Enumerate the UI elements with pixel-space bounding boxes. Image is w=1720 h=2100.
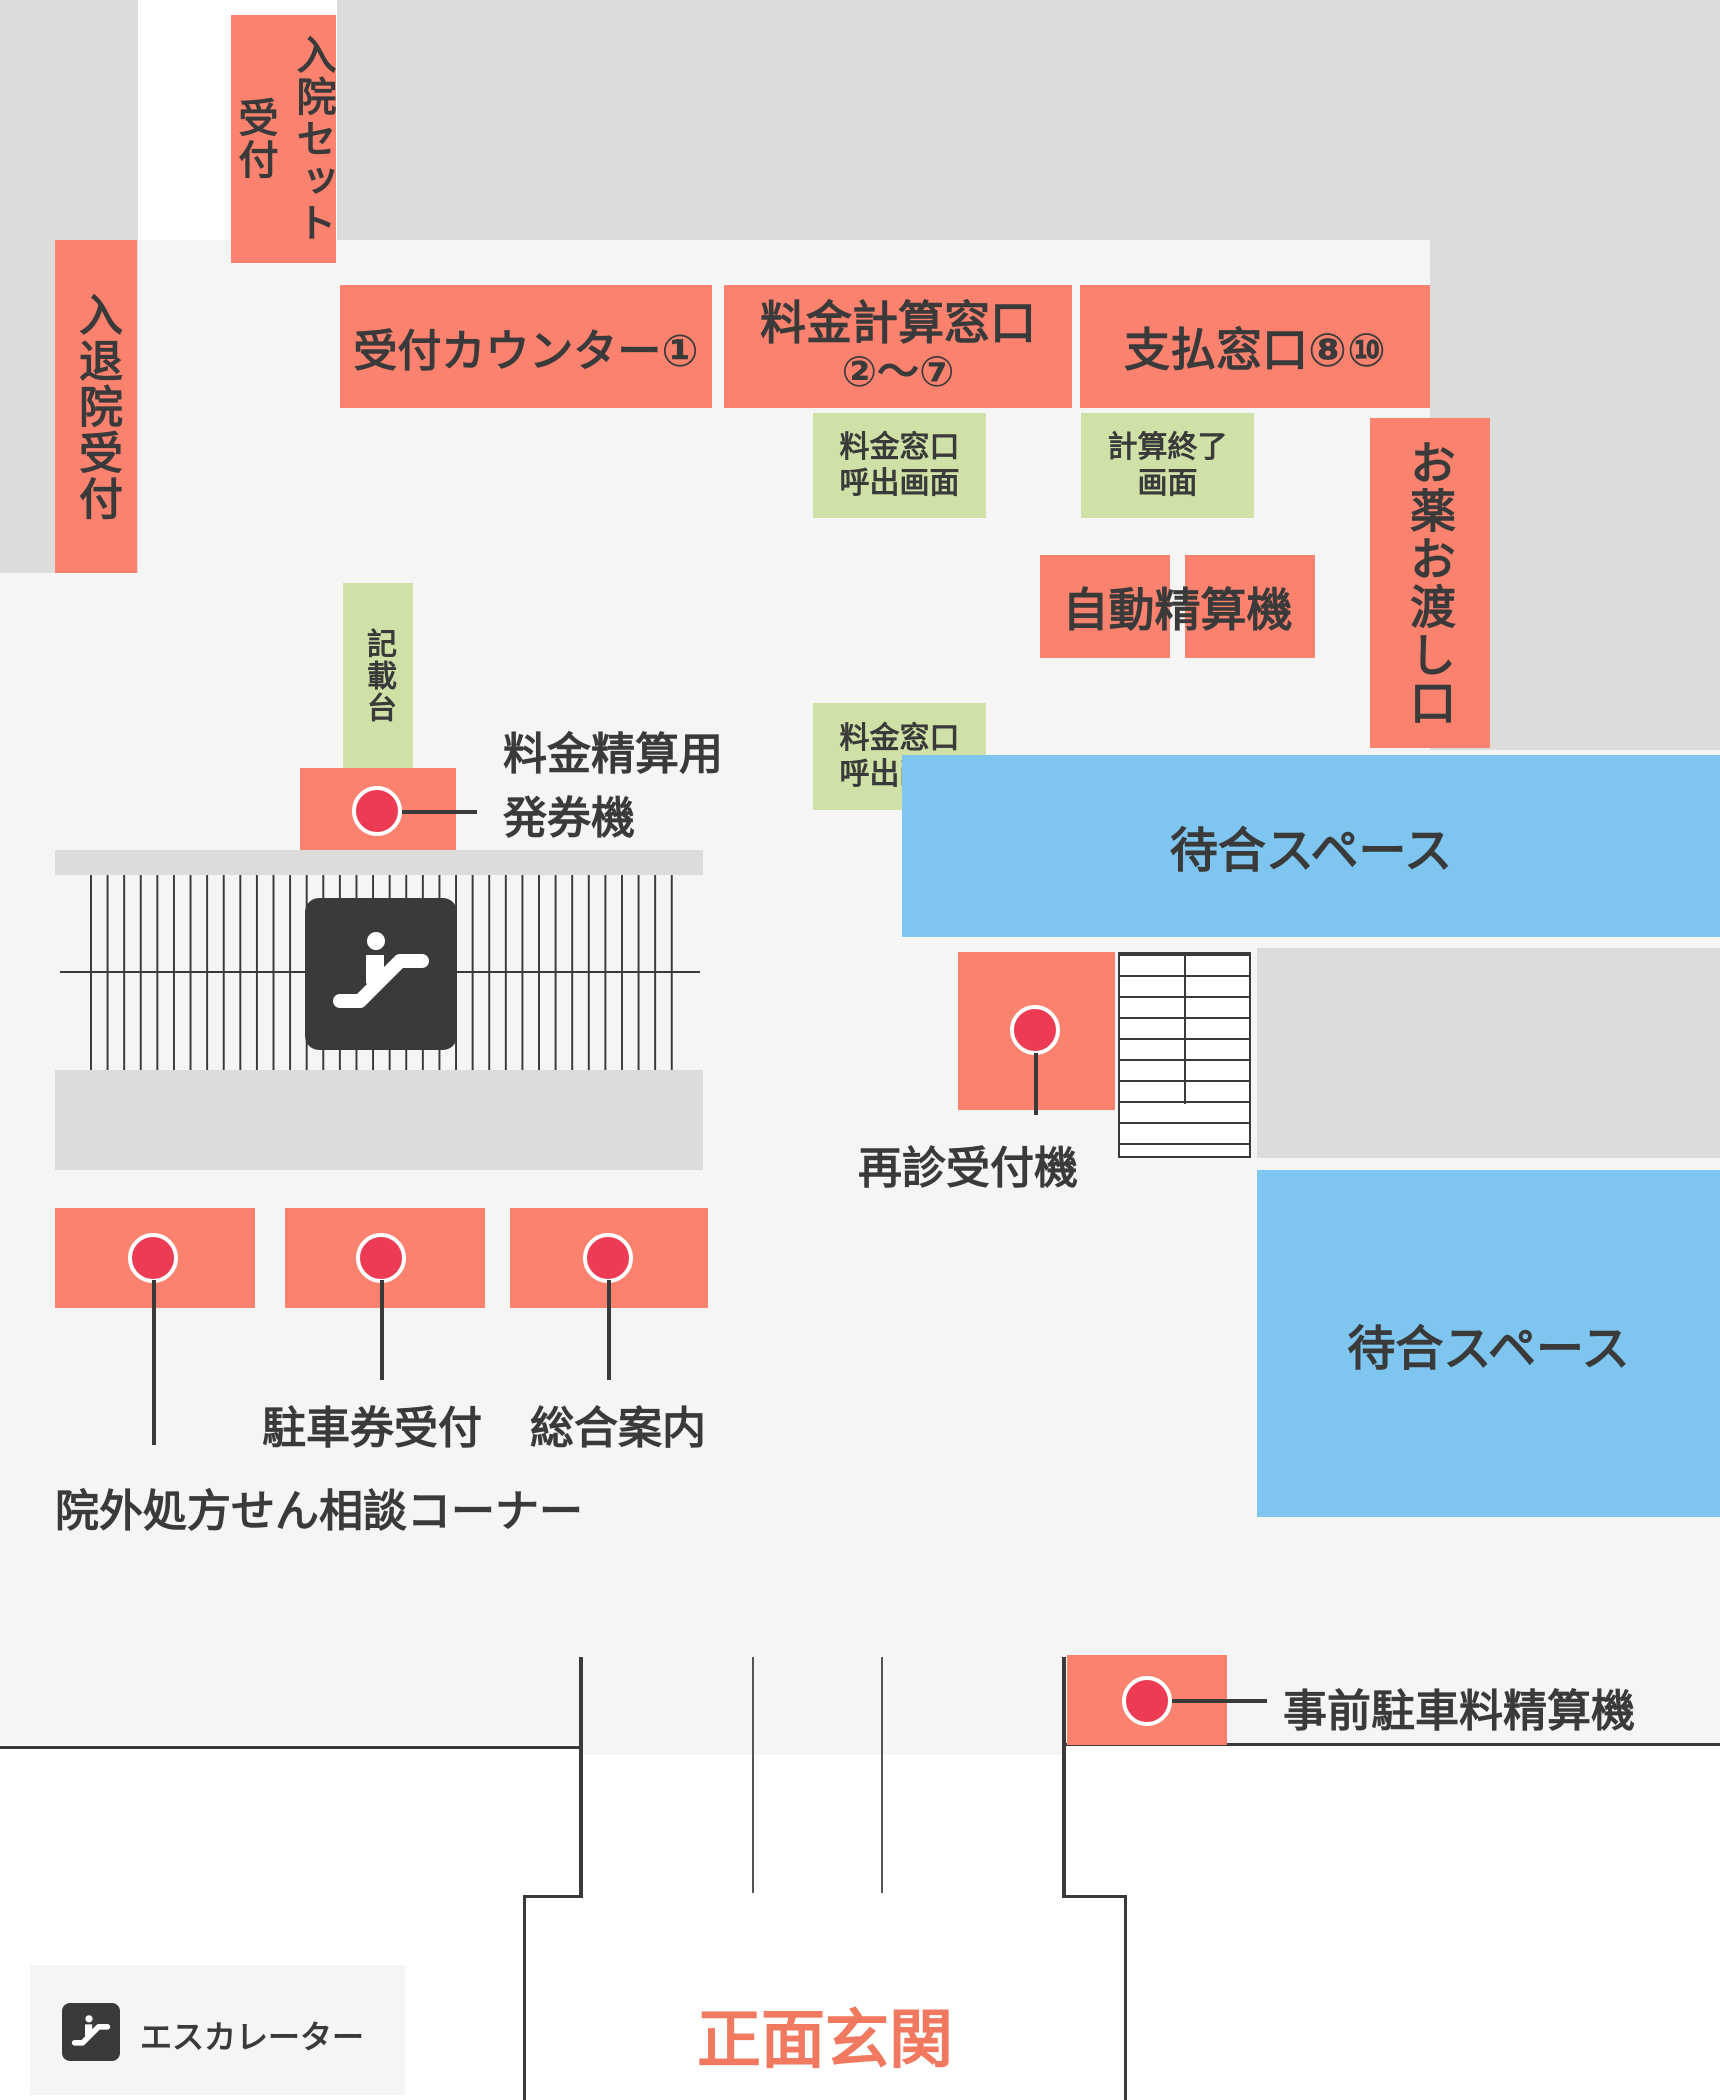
info-desk-marker [583, 1233, 633, 1283]
revisit-machine-label: 再診受付機 [858, 1143, 1078, 1194]
calc-done-screen: 計算終了 画面 [1081, 413, 1254, 518]
escalator-landing-bottom [55, 1070, 703, 1170]
fee-call-screen-top: 料金窓口 呼出画面 [813, 413, 986, 518]
discharge-reception: 入退院受付 [55, 240, 137, 573]
reception-counter-label: 受付カウンター① [353, 325, 699, 377]
entrance-wall-right [1062, 1657, 1066, 1947]
entrance-canopy-fill [583, 1893, 1062, 1903]
entrance-canopy [523, 1895, 1127, 2100]
pre-parking-pay-label: 事前駐車料精算機 [1283, 1686, 1635, 1737]
gray-block-top [337, 0, 1720, 240]
prescription-desk-pointer [152, 1280, 156, 1445]
calc-done-screen-line2: 画面 [1137, 465, 1198, 501]
revisit-machine-pointer [1034, 1053, 1038, 1115]
calc-done-screen-line1: 計算終了 [1107, 429, 1228, 465]
writing-desk-label: 記載台 [361, 627, 396, 724]
parking-ticket-label: 駐車券受付 [262, 1403, 482, 1454]
legend: エスカレーター [30, 1965, 405, 2095]
info-desk-pointer [607, 1280, 611, 1380]
escalator-landing-top [55, 850, 703, 875]
nyuin-set-reception: 入院セット受付 [231, 15, 336, 263]
ticket-machine-label-1: 料金精算用 [503, 729, 723, 780]
legend-escalator-icon [62, 2003, 120, 2061]
parking-ticket-pointer [380, 1280, 384, 1380]
medicine-window: お薬お渡し口 [1370, 418, 1490, 748]
waiting-space-bottom: 待合スペース [1257, 1170, 1720, 1517]
entrance-opening [580, 1655, 1065, 1755]
parking-ticket-marker [356, 1233, 406, 1283]
staircase [1118, 952, 1251, 1158]
revisit-machine-marker [1010, 1005, 1060, 1055]
pre-parking-pay-pointer [1172, 1699, 1267, 1703]
legend-escalator-label: エスカレーター [140, 2018, 365, 2056]
medicine-window-label: お薬お渡し口 [1403, 439, 1457, 727]
waiting-space-top: 待合スペース [902, 755, 1720, 937]
front-wall-right [1063, 1743, 1720, 1746]
ticket-machine-pointer [402, 810, 477, 814]
info-desk-label: 総合案内 [530, 1403, 706, 1454]
writing-desk: 記載台 [343, 583, 413, 768]
fee-call-screen-mid-line1: 料金窓口 [839, 720, 960, 756]
ticket-machine-marker [352, 786, 402, 836]
fee-calc-window: 料金計算窓口 ②～⑦ [724, 285, 1072, 408]
reception-counter: 受付カウンター① [340, 285, 712, 408]
fee-call-screen-top-line2: 呼出画面 [839, 465, 960, 501]
ticket-machine-label-2: 発券機 [503, 793, 635, 844]
entrance-wall-left [579, 1657, 583, 1947]
payment-window: 支払窓口⑧⑩ [1080, 285, 1430, 408]
fee-calc-label: 料金計算窓口 [760, 296, 1036, 351]
discharge-reception-label: 入退院受付 [71, 291, 122, 522]
auto-pay-machine-right [1185, 555, 1315, 658]
nyuin-set-reception-label: 入院セット受付 [231, 34, 336, 244]
fee-call-screen-top-line1: 料金窓口 [839, 429, 960, 465]
prescription-label: 院外処方せん相談コーナー [55, 1486, 583, 1537]
entrance-label: 正面玄関 [697, 2004, 953, 2078]
waiting-space-top-label: 待合スペース [1169, 823, 1453, 879]
fee-calc-numbers: ②～⑦ [841, 346, 955, 396]
gray-block-mid-right [1257, 948, 1720, 1158]
pre-parking-pay-marker [1122, 1676, 1172, 1726]
payment-window-label: 支払窓口⑧⑩ [1124, 322, 1386, 377]
entrance-door-line [752, 1657, 754, 1947]
auto-pay-label: 自動精算機 [1062, 582, 1293, 637]
entrance-door-line [881, 1657, 883, 1947]
waiting-space-bottom-label: 待合スペース [1347, 1320, 1630, 1377]
escalator-icon [305, 898, 457, 1050]
prescription-desk-marker [128, 1233, 178, 1283]
auto-pay-machine-left [1040, 555, 1170, 658]
front-wall-left [0, 1746, 582, 1749]
